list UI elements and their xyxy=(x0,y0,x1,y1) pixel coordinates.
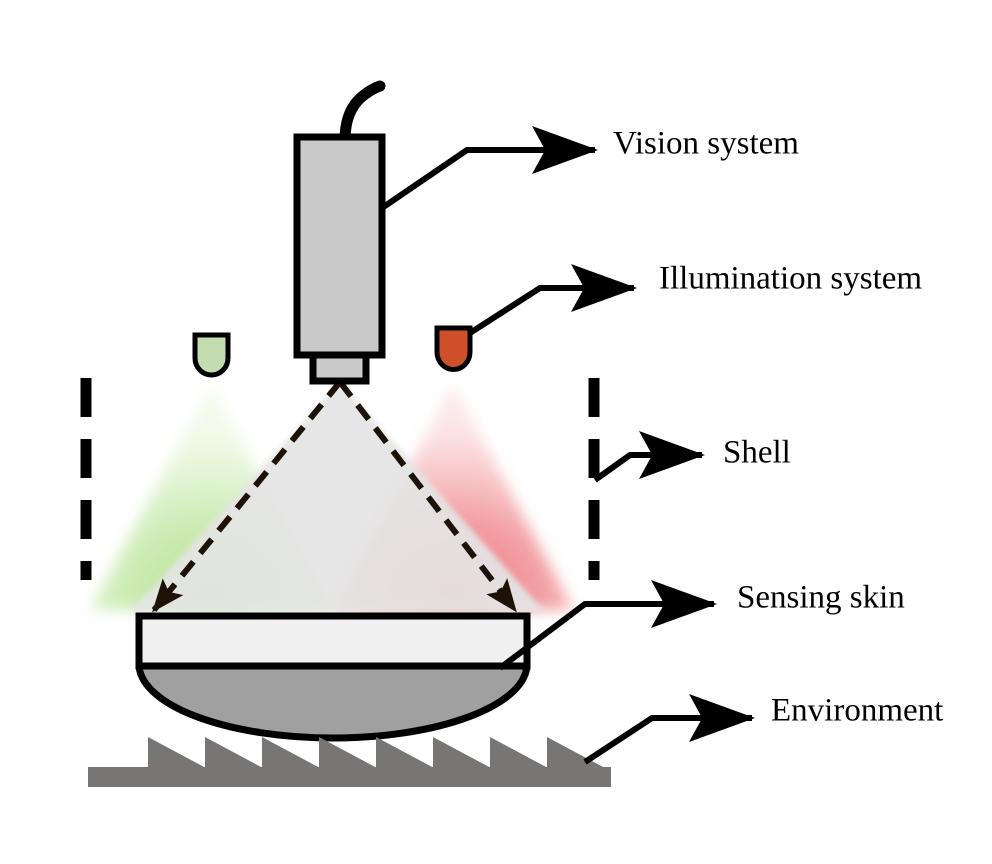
ground-teeth xyxy=(148,737,605,768)
environment-ground xyxy=(88,737,611,787)
green-led[interactable] xyxy=(192,332,231,378)
camera-body[interactable] xyxy=(293,133,386,359)
ground-tooth xyxy=(148,737,206,768)
ground-tooth xyxy=(433,737,491,768)
leader-illumination-system xyxy=(468,264,637,336)
leader-lines xyxy=(380,126,755,765)
vision-system-assembly[interactable] xyxy=(293,80,386,385)
ground-bar xyxy=(88,767,611,787)
fov-ray-right xyxy=(337,380,518,613)
label-shell: Shell xyxy=(723,435,791,471)
ground-tooth xyxy=(376,737,434,768)
leader-shell xyxy=(593,431,705,483)
label-sensing-skin: Sensing skin xyxy=(737,580,905,616)
shell-group xyxy=(80,378,600,580)
camera-view-cone xyxy=(130,382,545,612)
label-illumination-system: Illumination system xyxy=(659,261,922,297)
ground-tooth xyxy=(490,737,548,768)
sensor-tip-assembly[interactable] xyxy=(135,612,531,742)
label-group: Vision system Illumination system Shell … xyxy=(613,126,943,729)
leader-environment xyxy=(583,694,755,765)
ground-tooth xyxy=(262,737,320,768)
illumination-system-assembly[interactable] xyxy=(192,325,473,378)
ground-tooth xyxy=(205,737,263,768)
ground-tooth xyxy=(319,737,377,768)
leader-sensing-skin xyxy=(498,580,717,671)
light-cone-group xyxy=(90,382,574,612)
camera-fov-dashed xyxy=(151,380,518,613)
red-led[interactable] xyxy=(434,325,473,372)
fov-ray-left xyxy=(151,380,343,613)
camera-cable-tip xyxy=(363,82,384,95)
label-environment: Environment xyxy=(771,693,943,729)
camera-cable xyxy=(339,80,386,146)
label-vision-system: Vision system xyxy=(613,126,799,162)
elastomer-dome[interactable] xyxy=(135,660,531,742)
camera-lens[interactable] xyxy=(309,351,370,385)
leader-vision-system xyxy=(380,126,598,211)
sensing-skin-layer[interactable] xyxy=(135,612,531,670)
